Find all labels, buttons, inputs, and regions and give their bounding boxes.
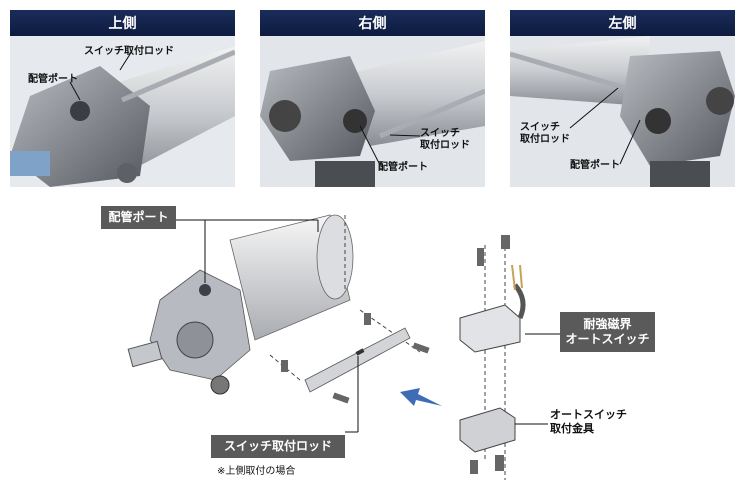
- switch-label-line2: オートスイッチ: [565, 332, 650, 346]
- panel-top-side: 上側 スイッチ取付ロッド 配管ポート: [10, 10, 235, 187]
- callout-rod-line2: 取付ロッド: [520, 134, 570, 145]
- callout-lines: [569, 87, 641, 165]
- rod-note: ※上側取付の場合: [217, 466, 296, 477]
- callout-lines: [359, 125, 421, 166]
- panel-right-side: 右側 スイッチ 取付ロッド 配管ポート: [260, 10, 485, 187]
- panel-title: 上側: [10, 10, 235, 36]
- switch-label: 耐強磁界 オートスイッチ: [560, 312, 655, 352]
- panel-title: 左側: [510, 10, 735, 36]
- callout-port: 配管ポート: [570, 160, 620, 171]
- cylinder-top-photo: [10, 36, 235, 187]
- port-label: 配管ポート: [101, 206, 176, 229]
- switch-label-line1: 耐強磁界: [583, 317, 632, 331]
- bracket-label-line1: オートスイッチ: [550, 408, 627, 421]
- callout-port: 配管ポート: [28, 74, 78, 85]
- callout-lines: [69, 50, 133, 101]
- callout-rod-line2: 取付ロッド: [420, 140, 470, 151]
- bracket-label-line2: 取付金具: [550, 422, 594, 435]
- callout-rod-line1: スイッチ: [520, 122, 560, 133]
- panel-title: 右側: [260, 10, 485, 36]
- callout-port: 配管ポート: [378, 162, 428, 173]
- cylinder-left-photo: [510, 36, 735, 187]
- rod-label: スイッチ取付ロッド: [211, 435, 345, 458]
- callout-rod: スイッチ取付ロッド: [84, 46, 174, 57]
- panel-left-side: 左側 スイッチ 取付ロッド 配管ポート: [510, 10, 735, 187]
- callout-rod-line1: スイッチ: [420, 128, 460, 139]
